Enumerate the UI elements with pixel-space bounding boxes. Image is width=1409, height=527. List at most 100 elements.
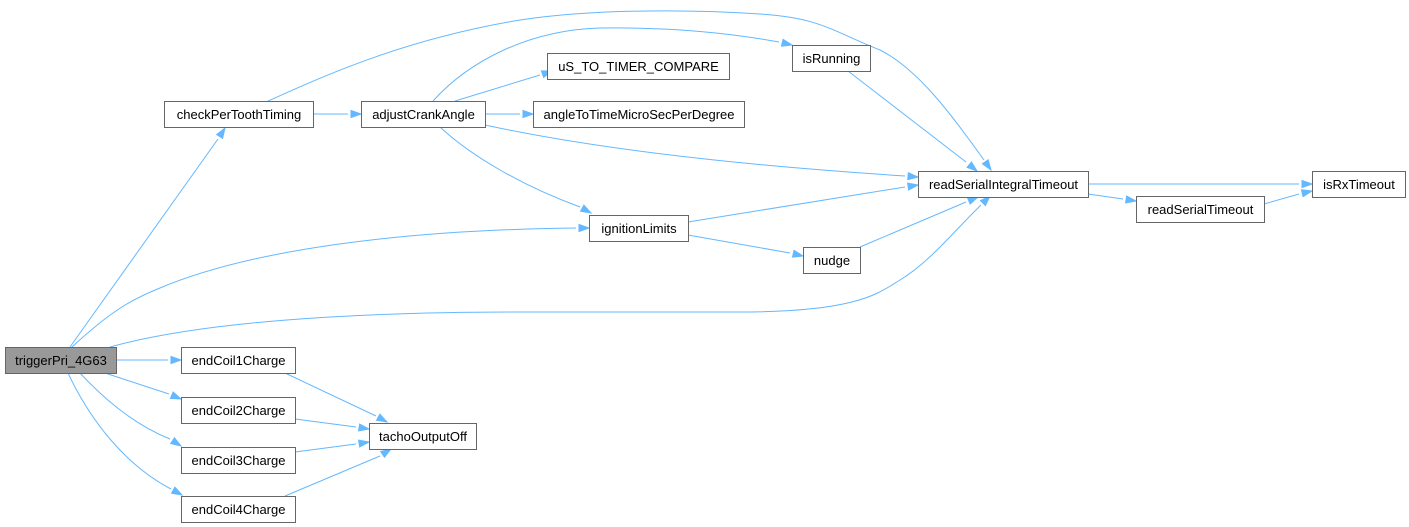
edge-arrowhead [357,423,371,432]
edge-line [69,138,219,348]
node-endCoil2Charge[interactable]: endCoil2Charge [181,397,296,424]
edge-arrowhead [357,439,371,448]
edge-triggerPri_4G63-to-endCoil4Charge [67,372,184,496]
edge-line [687,186,906,223]
edge-triggerPri_4G63-to-endCoil3Charge [79,372,183,447]
edge-line [859,201,967,248]
node-label: isRunning [803,51,861,66]
edge-line [294,418,357,428]
edge-endCoil2Charge-to-tachoOutputOff [294,418,371,432]
node-box[interactable] [361,101,486,128]
edge-endCoil3Charge-to-tachoOutputOff [294,439,371,453]
node-label: endCoil4Charge [192,502,286,517]
edge-line [687,234,791,254]
edge-readSerialIntegralTimeout-to-readSerialTimeout [1087,193,1138,204]
edge-triggerPri_4G63-to-ignitionLimits [71,223,591,348]
node-isRunning[interactable]: isRunning [792,45,871,72]
edge-arrowhead [1124,195,1138,204]
call-graph-nodes: triggerPri_4G63 checkPerToothTiming adjust… [5,45,1406,523]
node-box[interactable] [803,247,861,274]
edge-arrowhead [780,38,794,47]
node-box[interactable] [181,447,296,474]
node-label: readSerialIntegralTimeout [929,177,1078,192]
node-box[interactable] [369,423,477,450]
node-endCoil1Charge[interactable]: endCoil1Charge [181,347,296,374]
edge-line [1263,193,1300,205]
edge-line [1087,193,1124,200]
node-label: triggerPri_4G63 [15,353,107,368]
node-isRxTimeout[interactable]: isRxTimeout [1312,171,1406,198]
edge-arrowhead [906,182,920,191]
node-ignitionLimits[interactable]: ignitionLimits [589,215,689,242]
node-box[interactable] [181,347,296,374]
node-tachoOutputOff[interactable]: tachoOutputOff [369,423,477,450]
node-box[interactable] [181,496,296,523]
node-label: nudge [814,253,850,268]
edge-arrowhead [966,196,980,205]
node-box[interactable] [533,101,745,128]
node-label: isRxTimeout [1323,177,1395,192]
edge-checkPerToothTiming-to-adjustCrankAngle [313,109,363,119]
edge-readSerialTimeout-to-isRxTimeout [1263,189,1314,205]
edge-adjustCrankAngle-to-ignitionLimits [439,126,593,214]
node-triggerPri_4G63[interactable]: triggerPri_4G63 [5,347,117,374]
node-box[interactable] [1312,171,1406,198]
node-angleToTimeMicroSecPerDegree[interactable]: angleToTimeMicroSecPerDegree [533,101,745,128]
call-graph-edges [67,10,1314,497]
node-label: ignitionLimits [601,221,677,236]
edge-arrowhead [981,158,992,172]
node-endCoil4Charge[interactable]: endCoil4Charge [181,496,296,523]
edge-adjustCrankAngle-to-uS_TO_TIMER_COMPARE [454,70,554,102]
node-endCoil3Charge[interactable]: endCoil3Charge [181,447,296,474]
edge-triggerPri_4G63-to-readSerialIntegralTimeout [109,194,992,348]
node-box[interactable] [181,397,296,424]
node-readSerialTimeout[interactable]: readSerialTimeout [1136,196,1265,223]
edge-line [284,372,377,417]
node-box[interactable] [547,53,730,80]
node-nudge[interactable]: nudge [803,247,861,274]
node-adjustCrankAngle[interactable]: adjustCrankAngle [361,101,486,128]
edge-ignitionLimits-to-readSerialIntegralTimeout [687,182,920,223]
node-checkPerToothTiming[interactable]: checkPerToothTiming [164,101,314,128]
node-uS_TO_TIMER_COMPARE[interactable]: uS_TO_TIMER_COMPARE [547,53,730,80]
node-box[interactable] [589,215,689,242]
edge-line [484,124,906,177]
edge-arrowhead [169,436,183,447]
edge-nudge-to-readSerialIntegralTimeout [859,196,980,248]
edge-line [294,443,357,453]
edge-arrowhead [215,126,226,140]
edge-arrowhead [966,161,979,172]
edge-arrowhead [170,355,183,365]
edge-line [439,126,581,208]
edge-line [847,70,967,163]
edge-line [284,455,381,497]
edge-readSerialIntegralTimeout-to-isRxTimeout [1088,179,1314,189]
node-readSerialIntegralTimeout[interactable]: readSerialIntegralTimeout [918,171,1089,198]
edge-arrowhead [979,194,992,207]
node-label: adjustCrankAngle [372,107,475,122]
node-box[interactable] [918,171,1089,198]
node-label: angleToTimeMicroSecPerDegree [544,107,735,122]
edge-ignitionLimits-to-nudge [687,234,805,258]
edge-line [104,372,170,395]
edge-line [67,372,172,490]
edge-arrowhead [169,391,183,400]
node-label: endCoil2Charge [192,403,286,418]
node-box[interactable] [792,45,871,72]
node-label: readSerialTimeout [1148,202,1254,217]
node-label: tachoOutputOff [379,429,467,444]
edge-arrowhead [578,223,591,233]
edge-endCoil4Charge-to-tachoOutputOff [284,448,393,497]
edge-adjustCrankAngle-to-readSerialIntegralTimeout [484,124,920,181]
edge-arrowhead [579,204,593,214]
node-box[interactable] [164,101,314,128]
node-label: uS_TO_TIMER_COMPARE [558,59,719,74]
edge-arrowhead [170,486,184,496]
edge-line [71,227,577,348]
node-box[interactable] [5,347,117,374]
node-label: checkPerToothTiming [177,107,302,122]
edge-triggerPri_4G63-to-endCoil2Charge [104,372,183,400]
node-box[interactable] [1136,196,1265,223]
edge-triggerPri_4G63-to-endCoil1Charge [116,355,183,365]
